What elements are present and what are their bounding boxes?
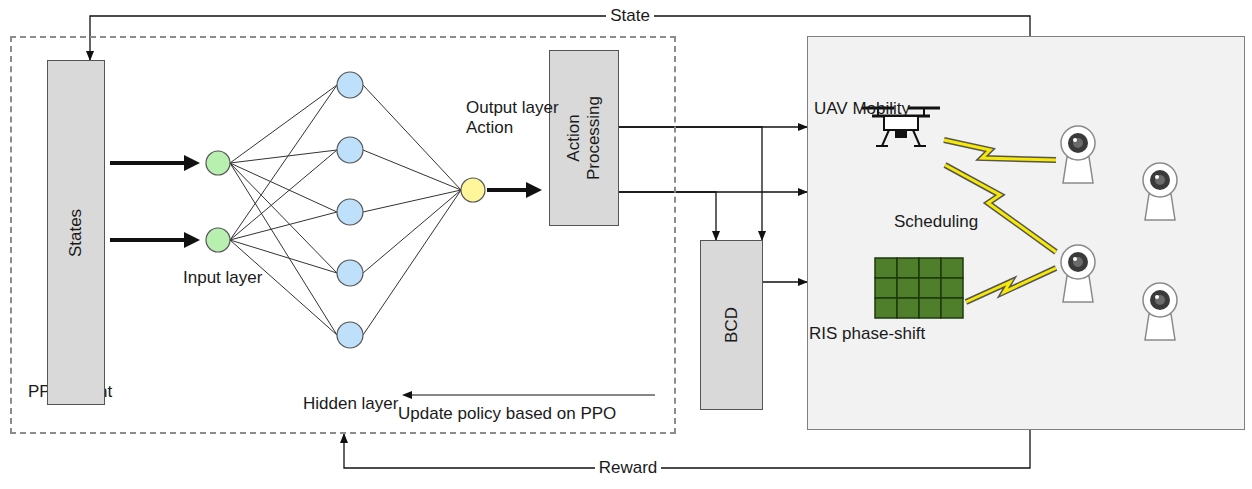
flow-connector [344,430,1030,468]
flow-connector [619,192,716,240]
region-label: RIS phase-shift [809,324,925,344]
panel-ground [807,36,1245,430]
ris-panel [875,258,963,318]
box-label: Action Processing [564,88,605,188]
update-arrow [402,391,655,399]
edge-label: Reward [595,458,662,478]
flow-connector [619,127,762,240]
iot-cameras [1061,126,1177,340]
states-box: States [47,60,105,405]
agent-container: PPO AgentStatesAction Processing [10,36,676,434]
thick-arrows [110,155,542,248]
environment-panel: UAV MobilitySchedulingRIS phase-shift [807,36,1245,430]
box-label: States [66,208,86,256]
box-label: BCD [721,307,741,343]
flow-connector [763,281,807,282]
annotation-label: Hidden layer [303,394,398,414]
bcd-box: BCD [700,240,763,410]
annotation-label: Update policy based on PPO [398,404,616,424]
nn-links [230,85,461,335]
nn-neurons [206,72,485,348]
annotation-label: Output layer Action [466,98,570,139]
edge-label: State [606,6,654,26]
region-label: UAV Mobility [814,99,910,119]
region-label: Scheduling [894,212,978,232]
process-box: Action Processing [549,50,619,226]
annotation-label: Input layer [183,268,262,288]
